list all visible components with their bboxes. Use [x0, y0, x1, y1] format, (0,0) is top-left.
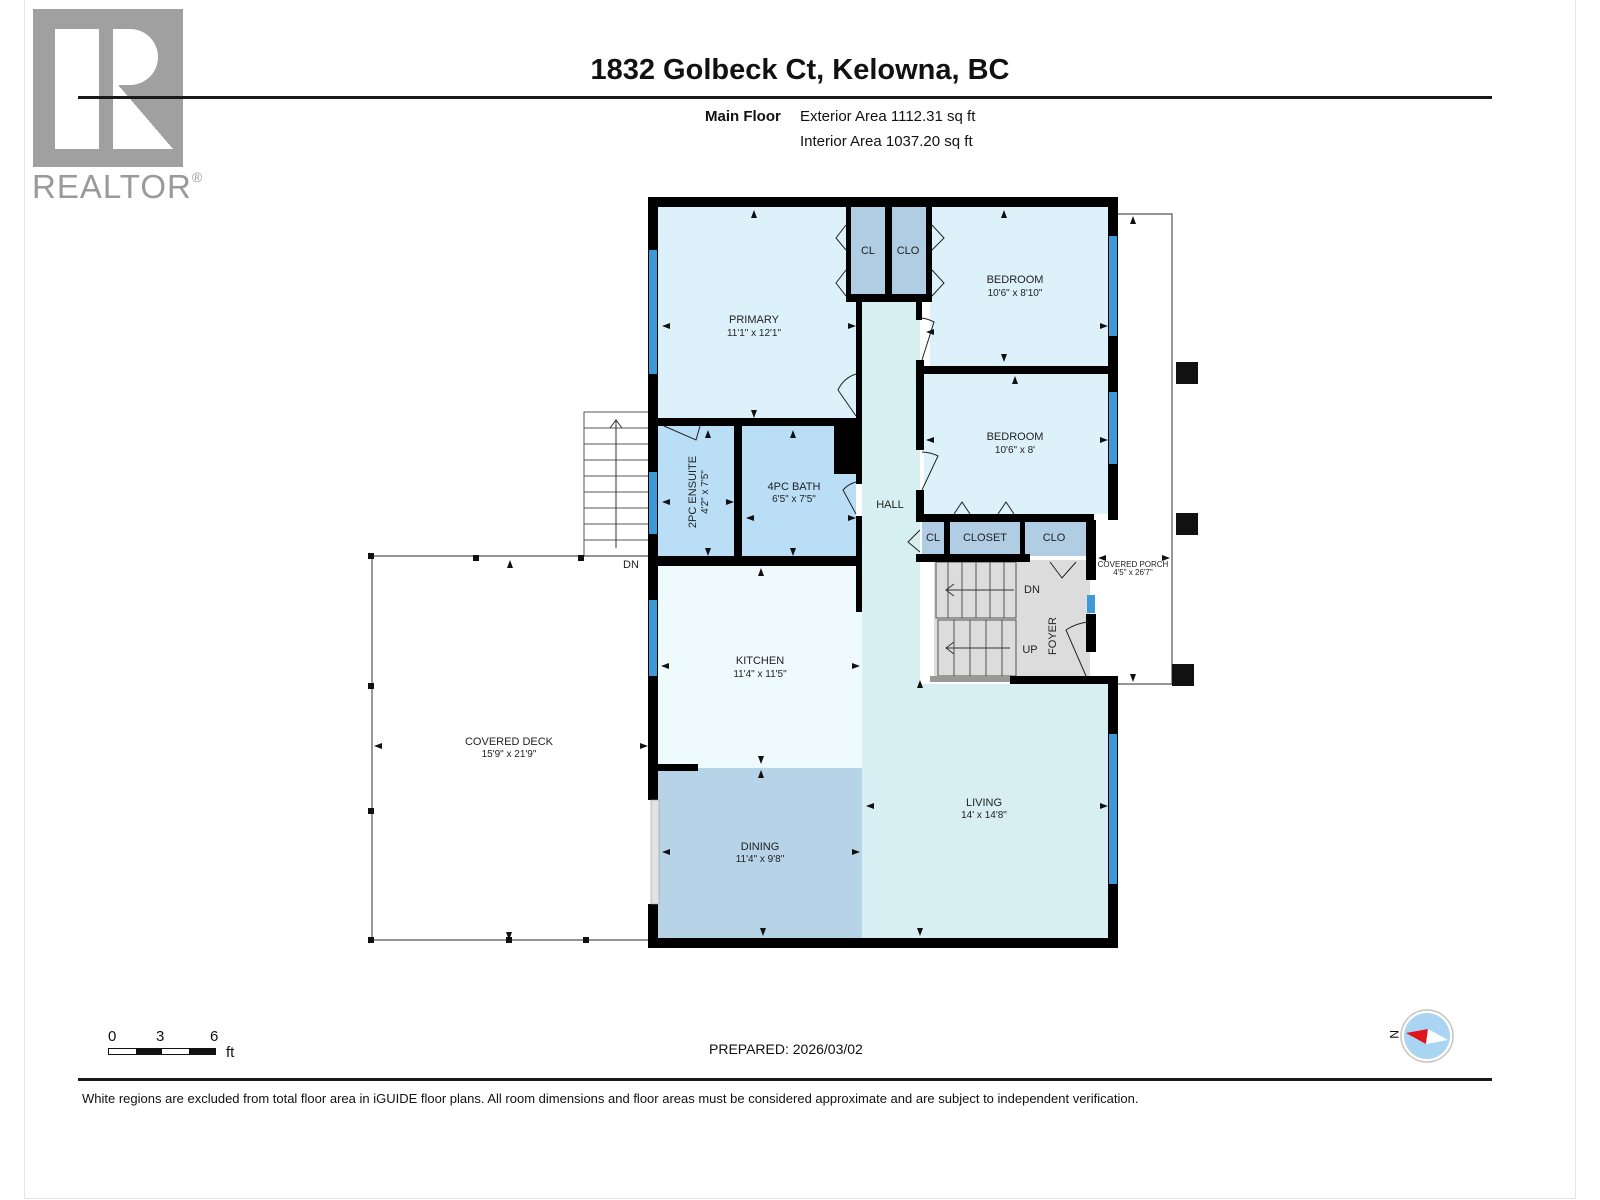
- scale-tick-0: 0: [108, 1028, 117, 1045]
- clo-bedroom-label: CLO: [897, 245, 920, 257]
- doors: [663, 224, 1089, 677]
- page-title: 1832 Golbeck Ct, Kelowna, BC: [590, 54, 1010, 86]
- stairs-up-label: UP: [1022, 644, 1037, 656]
- realtor-logo-icon: [33, 9, 183, 167]
- primary-label: PRIMARY: [729, 314, 780, 326]
- foyer-room: [934, 560, 1090, 678]
- covered-porch-label: COVERED PORCH: [1098, 560, 1169, 569]
- clo-foyer-label: CLO: [1043, 532, 1066, 544]
- deck-stairs-label: DN: [623, 559, 639, 571]
- covered-porch-outline: [1116, 213, 1173, 685]
- sliding-door: [650, 799, 660, 905]
- bedroom2-dims: 10'6" x 8': [995, 445, 1035, 456]
- scale-unit: ft: [226, 1044, 235, 1061]
- dining-label: DINING: [741, 841, 780, 853]
- covered-porch-dims: 4'5" x 26'7": [1113, 568, 1153, 577]
- kitchen-label: KITCHEN: [736, 655, 784, 667]
- closet-room: [950, 520, 1020, 556]
- bedroom1-label: BEDROOM: [987, 274, 1044, 286]
- living-label: LIVING: [966, 797, 1002, 809]
- exterior-area: Exterior Area 1112.31 sq ft: [800, 108, 976, 125]
- living-room: [862, 684, 1110, 940]
- interior-area: Interior Area 1037.20 sq ft: [800, 133, 973, 150]
- ensuite-room: [658, 426, 736, 560]
- cl-primary-label: CL: [861, 245, 875, 257]
- disclaimer-text: White regions are excluded from total fl…: [82, 1091, 1139, 1106]
- porch-posts: [1172, 362, 1198, 686]
- kitchen-dims: 11'4" x 11'5": [733, 669, 787, 680]
- bedroom1-room: [930, 206, 1110, 366]
- bedroom2-label: BEDROOM: [987, 431, 1044, 443]
- clo-bedroom: [892, 206, 926, 296]
- footer-divider: [78, 1078, 1492, 1081]
- covered-deck-label: COVERED DECK: [465, 736, 554, 748]
- primary-dims: 11'1" x 12'1": [727, 328, 782, 339]
- ensuite-dims: 4'2" x 7'5": [700, 470, 711, 514]
- clo-foyer: [1024, 520, 1086, 556]
- interior-stairs: [935, 561, 1017, 677]
- scale-tick-3: 3: [156, 1028, 165, 1045]
- floor-name: Main Floor: [705, 108, 781, 125]
- dining-room: [658, 768, 862, 940]
- foyer-label: FOYER: [1047, 617, 1059, 655]
- compass-north-label: N: [1387, 1030, 1401, 1039]
- bath-label: 4PC BATH: [768, 481, 821, 493]
- bedroom1-dims: 10'6" x 8'10": [988, 288, 1043, 299]
- page-frame: [24, 0, 1576, 1199]
- cl-primary: [851, 206, 885, 296]
- living-dims: 14' x 14'8": [961, 810, 1007, 821]
- dimension-arrows: [374, 210, 1170, 940]
- compass-icon: N: [1387, 1009, 1454, 1063]
- dining-dims: 11'4" x 9'8": [736, 854, 785, 865]
- covered-deck-outline: [371, 555, 650, 941]
- kitchen-room: [658, 566, 862, 768]
- ensuite-label: 2PC ENSUITE: [687, 456, 699, 528]
- covered-deck-dims: 15'9" x 21'9": [482, 749, 537, 760]
- deck-posts: [368, 553, 589, 943]
- stairs-down-label: DN: [1024, 584, 1040, 596]
- windows: [649, 236, 1117, 884]
- closet-label: CLOSET: [963, 532, 1007, 544]
- realtor-wordmark: REALTOR®: [32, 168, 204, 205]
- cl-hall-label: CL: [926, 532, 940, 544]
- bath-dims: 6'5" x 7'5": [772, 494, 816, 505]
- hall-label: HALL: [876, 499, 904, 511]
- primary-room: [658, 206, 856, 422]
- deck-stairs: [583, 411, 651, 557]
- header-divider: [78, 96, 1492, 99]
- scale-tick-6: 6: [210, 1028, 219, 1045]
- prepared-date: PREPARED: 2026/03/02: [709, 1041, 863, 1057]
- bedroom2-room: [924, 374, 1110, 514]
- cl-hall: [922, 520, 946, 556]
